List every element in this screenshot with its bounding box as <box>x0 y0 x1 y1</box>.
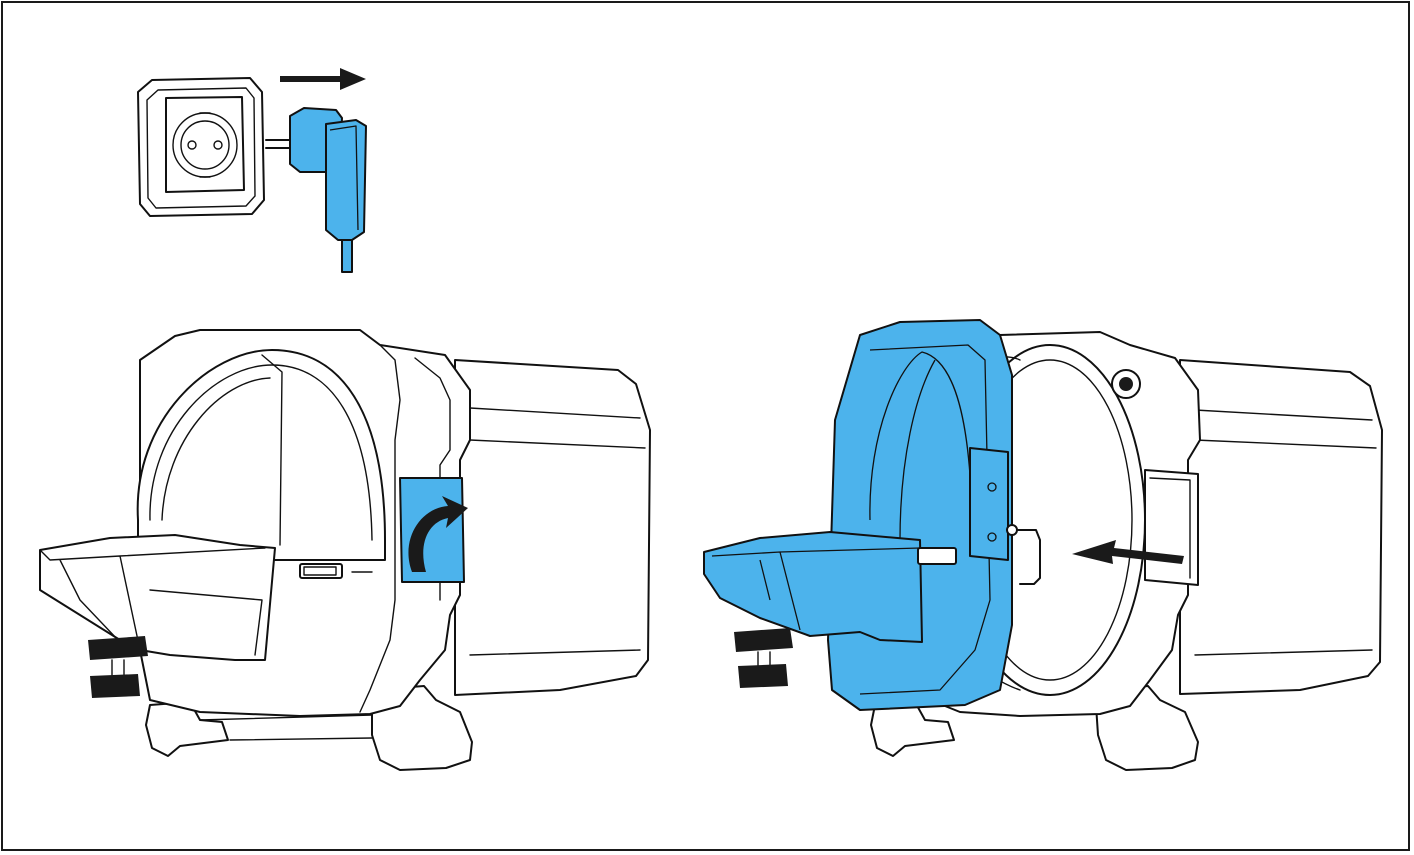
motor-housing <box>1179 359 1383 695</box>
plug-cable <box>341 239 353 273</box>
plug-cable-housing <box>325 119 367 241</box>
work-table <box>39 534 276 661</box>
arrow-left-icon <box>1072 540 1184 564</box>
power-plug-icon <box>265 107 367 273</box>
disc-cover <box>136 349 386 561</box>
table-adjust-knob <box>88 636 148 660</box>
cover-latch <box>399 477 465 583</box>
unplug-power-plug-illustration <box>137 68 367 273</box>
curved-arrow-icon <box>408 496 468 572</box>
trimmer-remove-cover-illustration <box>703 319 1383 771</box>
trimmer-open-cover-illustration <box>39 329 651 771</box>
removed-work-table <box>703 531 923 643</box>
motor-housing <box>454 359 651 696</box>
wall-socket-icon <box>137 77 265 217</box>
arrow-right-icon <box>280 68 366 90</box>
